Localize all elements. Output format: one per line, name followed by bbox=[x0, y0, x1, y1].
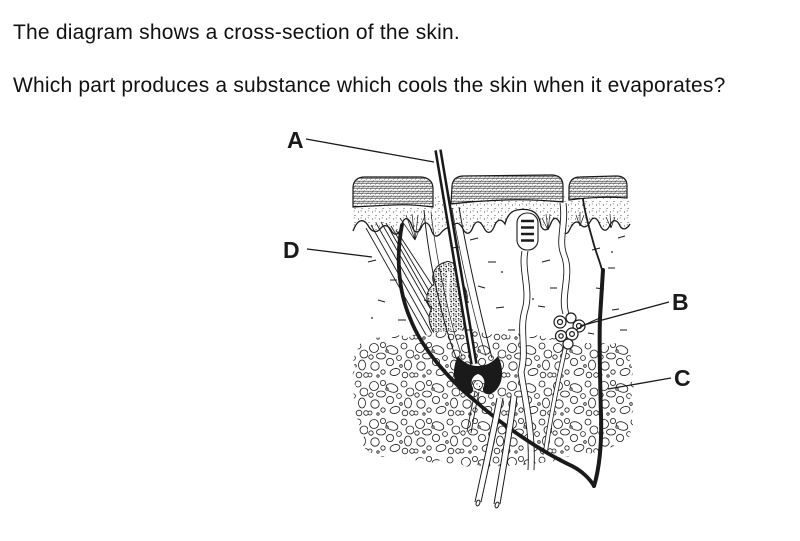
leader-line-d bbox=[306, 248, 373, 258]
papillae-hatching bbox=[399, 212, 616, 241]
label-c: C bbox=[674, 365, 691, 391]
question-text-line-1: The diagram shows a cross-section of the… bbox=[13, 21, 460, 44]
question-text-line-2: Which part produces a substance which co… bbox=[13, 74, 726, 97]
hair-shaft bbox=[434, 149, 478, 365]
leader-line-a bbox=[305, 138, 435, 163]
label-a: A bbox=[287, 127, 304, 153]
dermal-papillae-border bbox=[352, 208, 631, 237]
hair-root-bulb bbox=[453, 356, 503, 434]
hair-follicle bbox=[423, 206, 493, 363]
bottom-vessels bbox=[474, 395, 518, 509]
label-d: D bbox=[283, 237, 300, 263]
epidermis-surface-layer bbox=[352, 174, 628, 208]
dermis-texture-dashes bbox=[367, 235, 627, 335]
leader-line-b bbox=[579, 301, 670, 327]
label-leader-lines bbox=[305, 138, 672, 390]
erector-muscle bbox=[365, 221, 467, 375]
leader-line-c bbox=[607, 377, 672, 390]
nerve-fibre bbox=[582, 198, 603, 271]
sweat-gland-coil bbox=[553, 312, 586, 350]
touch-receptor bbox=[516, 212, 539, 471]
sweat-duct bbox=[542, 202, 571, 456]
label-b: B bbox=[672, 289, 689, 315]
